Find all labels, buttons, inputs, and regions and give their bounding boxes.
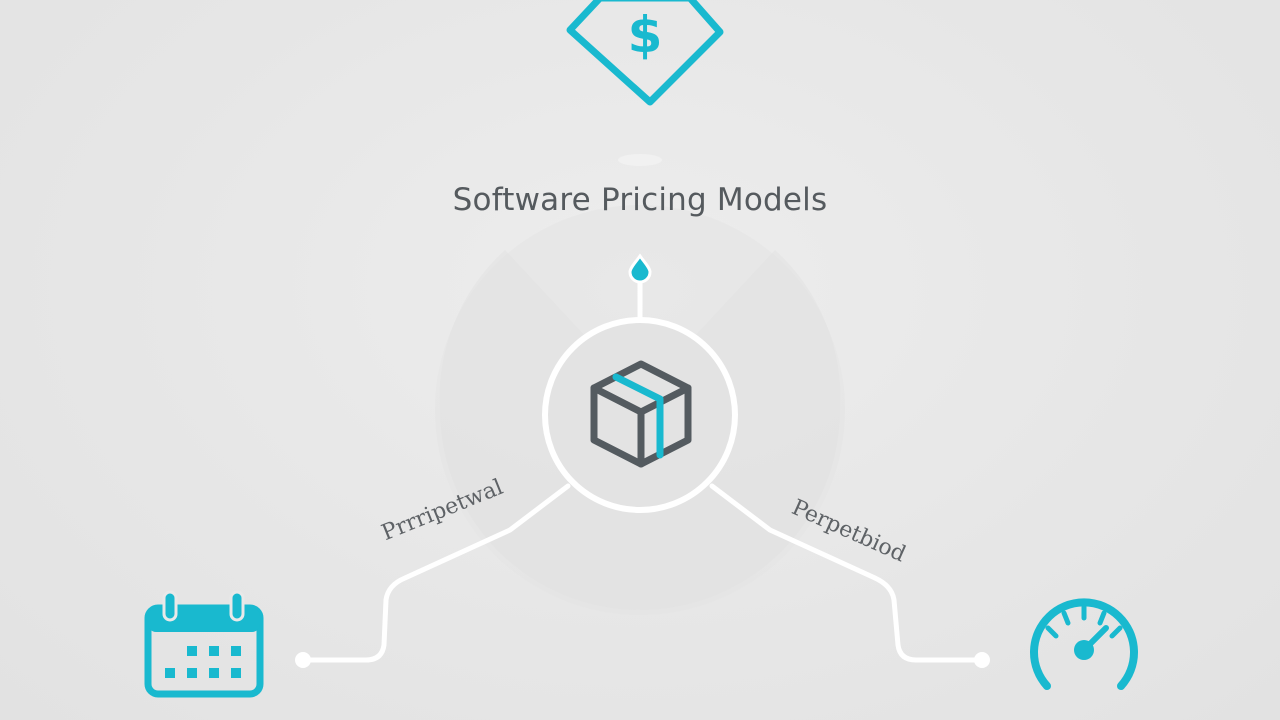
connector-left <box>302 483 571 663</box>
calendar-icon <box>144 590 264 698</box>
top-connector <box>628 253 652 321</box>
connector-left-end <box>295 652 311 668</box>
diagram-title: Software Pricing Models <box>452 182 828 218</box>
connector-right <box>709 483 983 663</box>
connector-right-end <box>974 652 990 668</box>
box-icon <box>590 360 692 468</box>
droplet-icon <box>628 253 652 284</box>
svg-text:$: $ <box>628 6 663 64</box>
price-tag-dollar-icon: $ <box>566 0 724 106</box>
speedometer-icon <box>1030 598 1138 690</box>
